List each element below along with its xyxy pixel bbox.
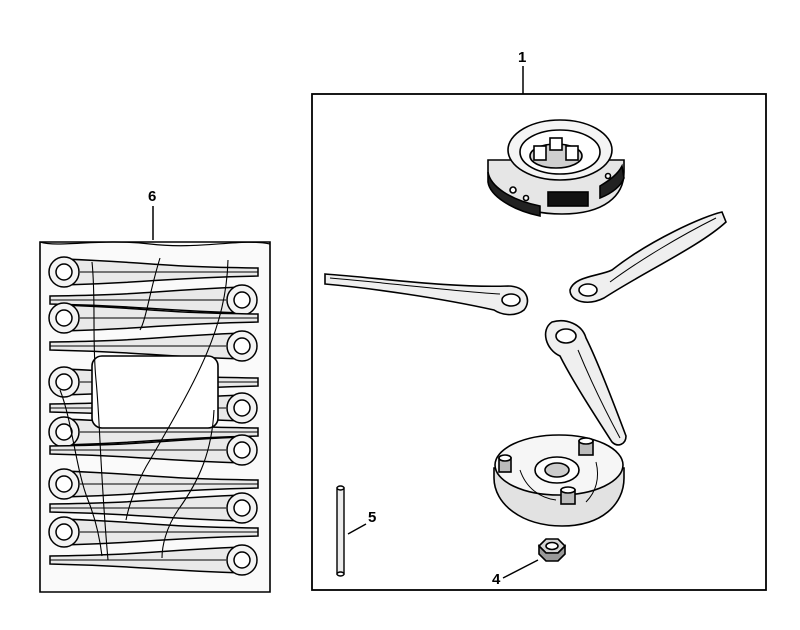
kit-callout: 1: [518, 49, 526, 94]
packed-blade: [48, 468, 259, 500]
blade-right: [569, 211, 727, 303]
leader-line: [502, 559, 539, 579]
packed-blade: [48, 256, 259, 288]
packed-blade: [48, 302, 259, 334]
packed-blades: [48, 256, 259, 576]
packed-blade: [49, 330, 258, 362]
nut-callout: 4: [492, 559, 539, 588]
leader-line: [347, 523, 367, 535]
pin: [336, 485, 345, 577]
callout-label-1: 1: [518, 49, 526, 66]
pin-callout: 5: [347, 509, 376, 535]
packed-blade: [49, 492, 258, 524]
kit-frame: [311, 93, 767, 591]
blade-pack: [39, 241, 271, 593]
blade-middle: [544, 320, 627, 446]
blade-left: [324, 273, 529, 316]
packed-blade: [48, 516, 259, 548]
pack-label-window: [91, 355, 219, 429]
packed-blade: [49, 544, 258, 576]
callout-label-6: 6: [148, 188, 156, 205]
callout-label-5: 5: [368, 509, 376, 526]
packed-blade: [49, 434, 258, 466]
blade-pack-callout: 6: [148, 188, 156, 240]
base-plate: [493, 434, 625, 527]
nut: [537, 538, 567, 562]
blade-hub: [487, 119, 625, 217]
callout-label-4: 4: [492, 571, 501, 588]
packed-blade: [49, 284, 258, 316]
